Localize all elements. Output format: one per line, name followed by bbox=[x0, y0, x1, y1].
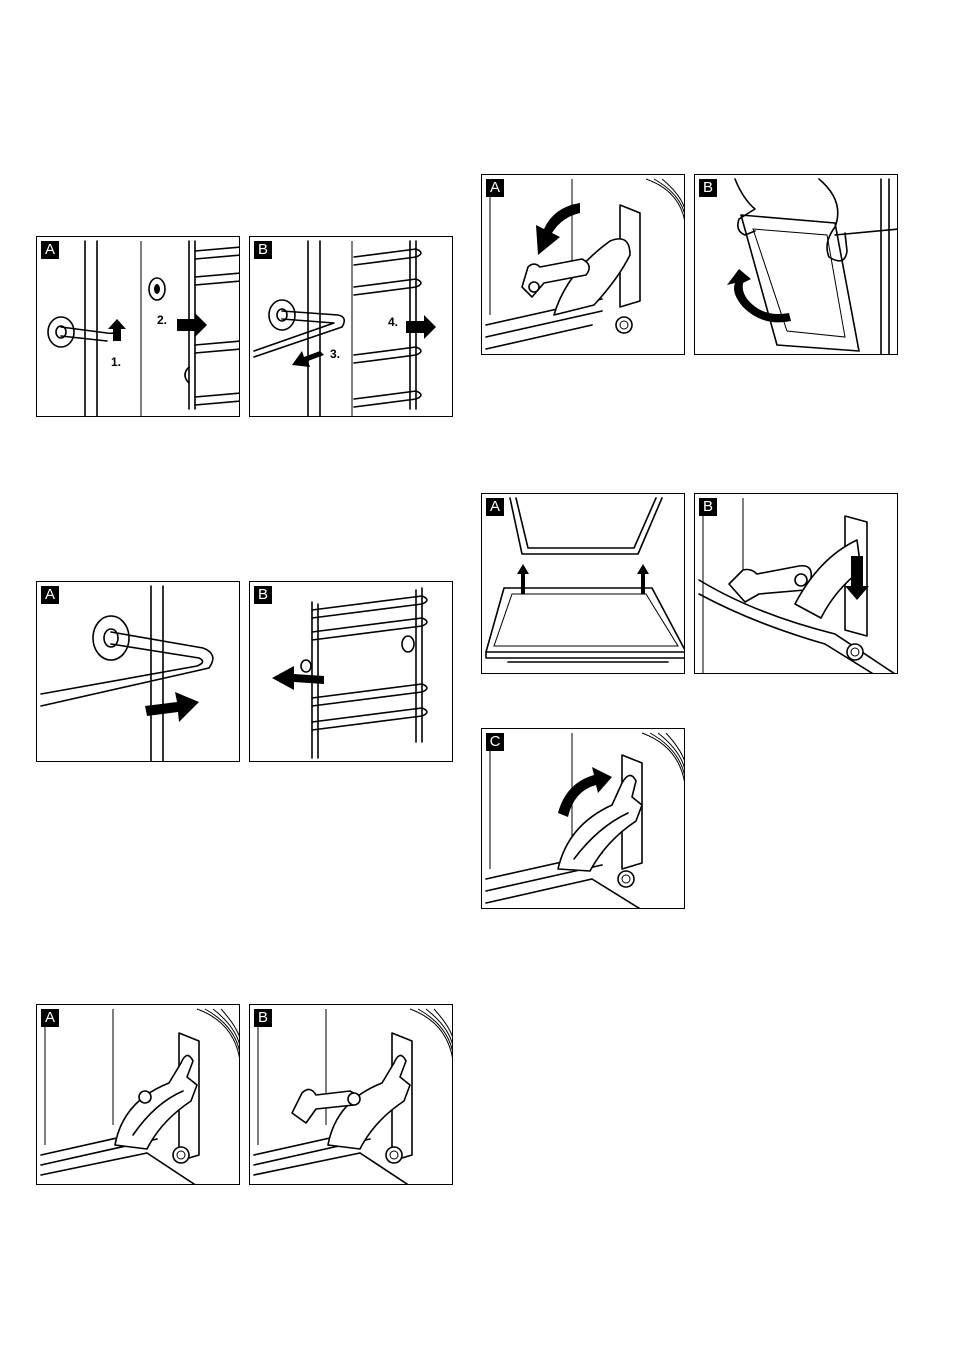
figure-hinge-a: A bbox=[36, 1004, 240, 1185]
figure-rail-fitting-a: A bbox=[36, 581, 240, 762]
figure-label: A bbox=[486, 498, 504, 516]
figure-label: B bbox=[254, 586, 272, 604]
rail-hook-illustration bbox=[37, 582, 240, 762]
figure-rail-removal-a: A 1. 2. bbox=[36, 236, 240, 417]
rail-illustration bbox=[250, 582, 453, 762]
figure-hinge-b: B bbox=[249, 1004, 453, 1185]
figure-door-fitting-b: B bbox=[694, 493, 898, 674]
figure-label: B bbox=[699, 179, 717, 197]
hinge-illustration bbox=[250, 1005, 453, 1185]
door-lift-illustration bbox=[695, 175, 898, 355]
step-number: 1. bbox=[111, 355, 121, 369]
figure-door-removal-a: A bbox=[481, 174, 685, 355]
hinge-illustration bbox=[695, 494, 898, 674]
hinge-illustration bbox=[482, 175, 685, 355]
hinge-illustration bbox=[37, 1005, 240, 1185]
figure-label: A bbox=[41, 586, 59, 604]
figure-label: B bbox=[699, 498, 717, 516]
step-number: 2. bbox=[157, 313, 167, 327]
figure-door-fitting-c: C bbox=[481, 728, 685, 909]
figure-label: B bbox=[254, 1009, 272, 1027]
figure-rail-removal-b: B 3. 4. bbox=[249, 236, 453, 417]
figure-door-fitting-a: A bbox=[481, 493, 685, 674]
figure-label: B bbox=[254, 241, 272, 259]
rail-hook-illustration bbox=[250, 237, 453, 417]
hinge-illustration bbox=[482, 729, 685, 909]
figure-label: A bbox=[486, 179, 504, 197]
door-frame-illustration bbox=[482, 494, 685, 674]
step-number: 4. bbox=[388, 315, 398, 329]
figure-label: A bbox=[41, 1009, 59, 1027]
figure-door-removal-b: B bbox=[694, 174, 898, 355]
rail-hook-illustration bbox=[37, 237, 240, 417]
figure-label: A bbox=[41, 241, 59, 259]
step-number: 3. bbox=[330, 347, 340, 361]
figure-rail-fitting-b: B bbox=[249, 581, 453, 762]
figure-label: C bbox=[486, 733, 504, 751]
